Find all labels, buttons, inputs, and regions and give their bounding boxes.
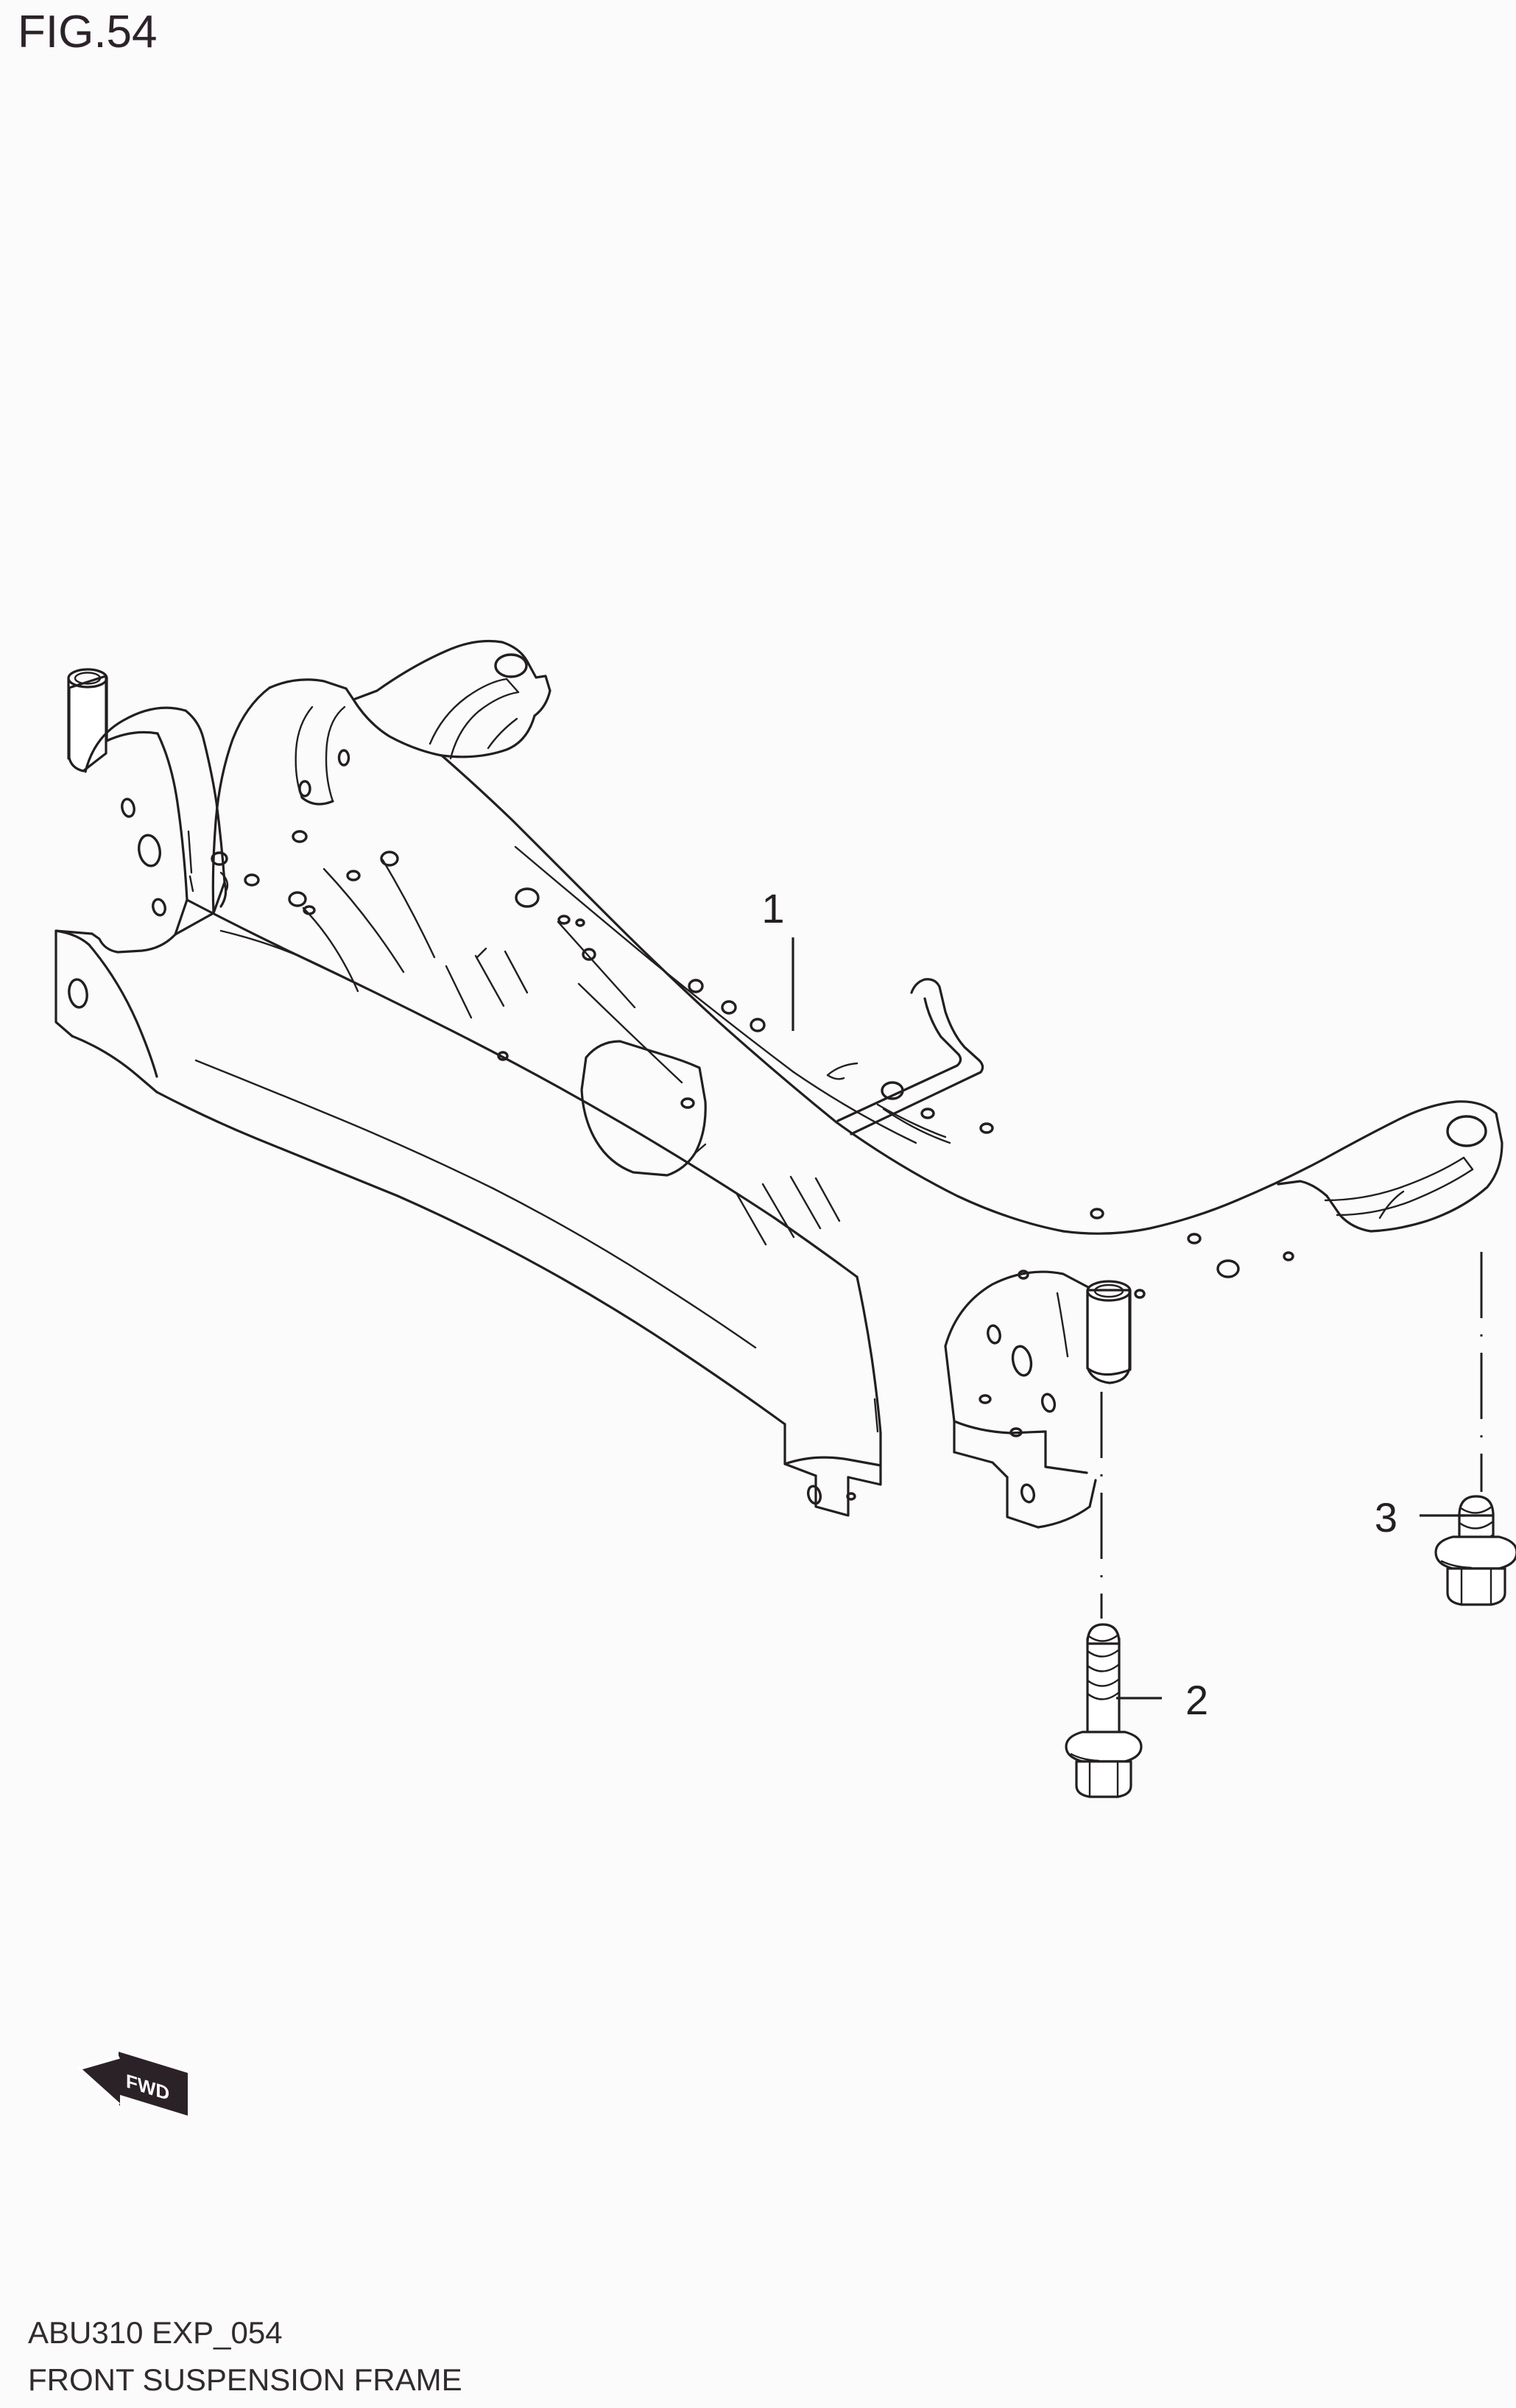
callout-2-label: 2 — [1185, 1677, 1208, 1723]
suspension-frame-assembly — [54, 639, 1503, 1529]
right-lower-bracket — [944, 1270, 1097, 1529]
forward-direction-arrow: FWD — [77, 2052, 188, 2116]
upper-right-strut-arm — [352, 639, 551, 760]
callout-1-label: 1 — [761, 885, 784, 932]
page-title: FIG.54 — [18, 7, 158, 57]
figure-footer: ABU310 EXP_054 FRONT SUSPENSION FRAME — [28, 2312, 462, 2401]
center-tower — [211, 678, 378, 915]
frame-main-body — [155, 754, 1400, 1426]
right-end-bracket — [1277, 1100, 1503, 1233]
left-upper-bracket-plate — [84, 706, 228, 936]
left-lower-bracket — [54, 929, 177, 1094]
right-bushing-tube — [1086, 1280, 1132, 1384]
bolt-2-group: 2 — [1065, 1392, 1208, 1798]
figure-subtitle: FRONT SUSPENSION FRAME — [28, 2362, 462, 2397]
callout-1-group: 1 — [761, 885, 794, 1031]
left-bushing-tube — [67, 668, 108, 772]
wire-hook-tab — [836, 978, 984, 1136]
bolt-3-group: 3 — [1375, 1252, 1516, 1606]
short-flange-bolt — [1434, 1495, 1516, 1606]
long-flange-bolt — [1065, 1623, 1143, 1798]
figure-code: ABU310 EXP_054 — [28, 2315, 283, 2350]
bottom-center-bracket — [783, 1275, 882, 1517]
callout-3-label: 3 — [1375, 1494, 1397, 1541]
